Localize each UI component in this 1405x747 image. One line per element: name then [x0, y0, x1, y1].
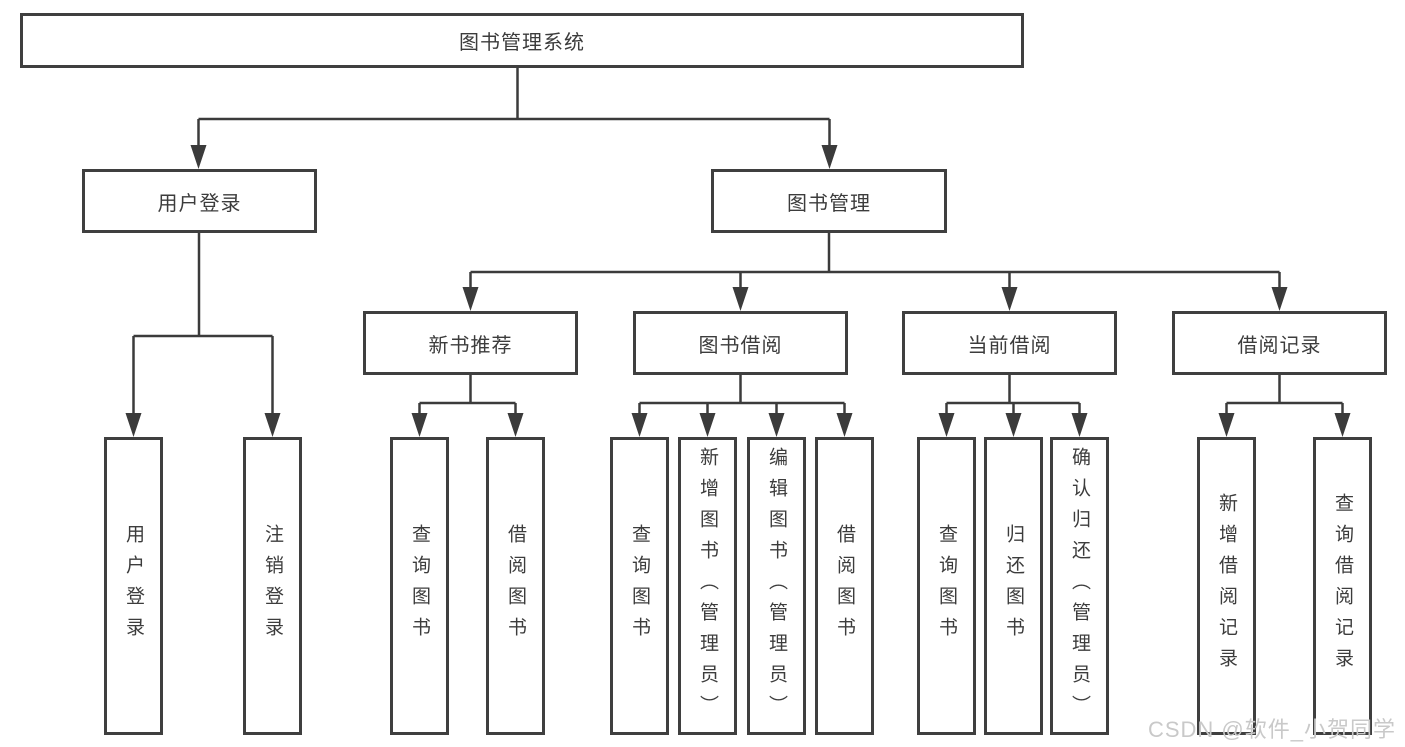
node-label: 查询图书	[629, 524, 650, 648]
node-user-login-branch: 用户登录	[82, 169, 317, 233]
node-label: 查询图书	[936, 524, 957, 648]
node-leaf-logout: 注销登录	[243, 437, 302, 735]
node-leaf-add-borrow-record: 新增借阅记录	[1197, 437, 1256, 735]
node-new-book-recommend: 新书推荐	[363, 311, 578, 375]
node-leaf-user-login: 用户登录	[104, 437, 163, 735]
node-borrow-record: 借阅记录	[1172, 311, 1387, 375]
node-label: 新增借阅记录	[1216, 493, 1237, 679]
node-label: 查询图书	[409, 524, 430, 648]
csdn-watermark: CSDN @软件_小贺同学	[1147, 717, 1396, 742]
node-book-borrow: 图书借阅	[633, 311, 848, 375]
node-leaf-query-borrow-record: 查询借阅记录	[1313, 437, 1372, 735]
node-leaf-query-books-borrow: 查询图书	[610, 437, 669, 735]
node-label: 用户登录	[123, 524, 144, 648]
node-leaf-add-books-admin: 新增图书（管理员）	[678, 437, 737, 735]
node-label: 确认归还（管理员）	[1069, 446, 1090, 726]
node-label: 归还图书	[1003, 524, 1024, 648]
node-label: 借阅图书	[505, 524, 526, 648]
node-leaf-query-books-recommend: 查询图书	[390, 437, 449, 735]
node-leaf-borrow-books: 借阅图书	[815, 437, 874, 735]
node-leaf-borrow-books-recommend: 借阅图书	[486, 437, 545, 735]
node-current-borrow: 当前借阅	[902, 311, 1117, 375]
node-leaf-confirm-return-admin: 确认归还（管理员）	[1050, 437, 1109, 735]
node-label: 查询借阅记录	[1332, 493, 1353, 679]
node-label: 借阅图书	[834, 524, 855, 648]
node-leaf-edit-books-admin: 编辑图书（管理员）	[747, 437, 806, 735]
node-label: 新增图书（管理员）	[697, 446, 718, 726]
node-leaf-return-books: 归还图书	[984, 437, 1043, 735]
node-root-system: 图书管理系统	[20, 13, 1024, 68]
node-label: 注销登录	[262, 524, 283, 648]
node-leaf-query-books-current: 查询图书	[917, 437, 976, 735]
node-label: 编辑图书（管理员）	[766, 446, 787, 726]
node-book-management-branch: 图书管理	[711, 169, 947, 233]
